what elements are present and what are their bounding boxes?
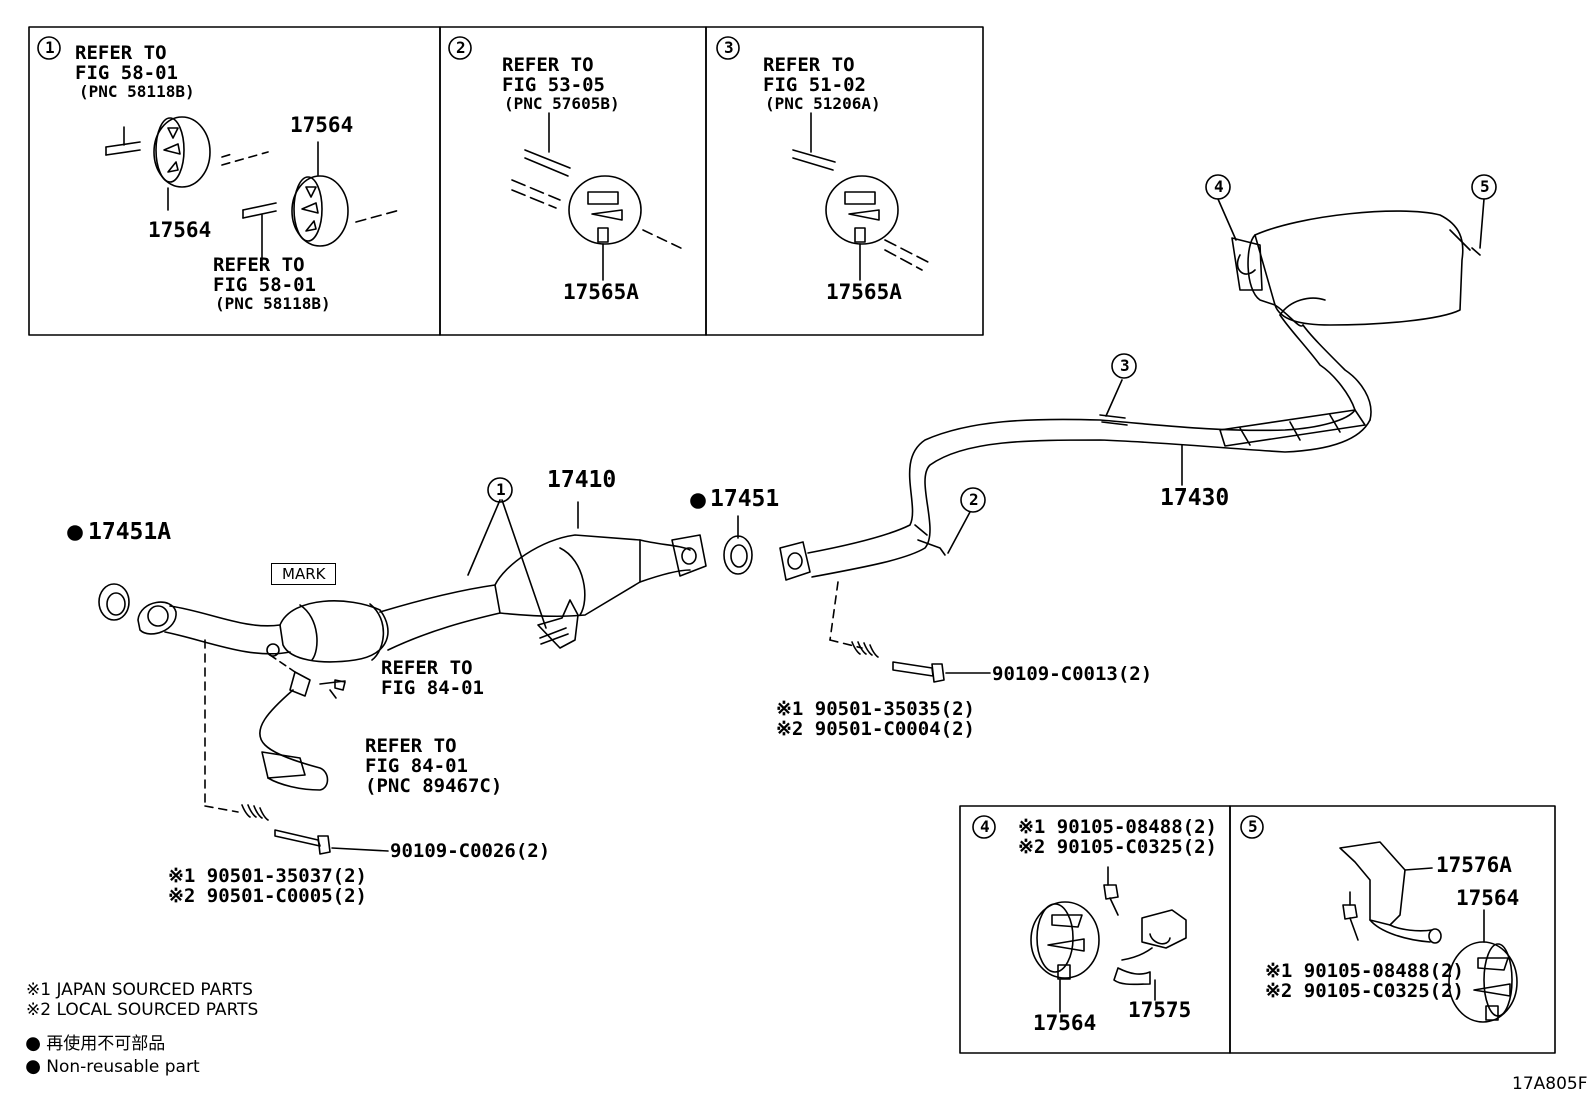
spring-center-japan: ※1 90501-35035(2) xyxy=(776,698,975,720)
insulator-17564-box5 xyxy=(1448,909,1518,1023)
callout-2: 2 xyxy=(969,490,979,509)
box3-part: 17565A xyxy=(826,280,902,304)
bracket-17575 xyxy=(1103,866,1187,1001)
box3-ref-line3: (PNC 51206A) xyxy=(765,94,881,113)
legend-note-japan: ※1 JAPAN SOURCED PARTS xyxy=(26,980,253,1000)
insulator-17564-a xyxy=(105,116,269,211)
spring-front-japan: ※1 90501-35037(2) xyxy=(168,865,367,887)
callout-5: 5 xyxy=(1480,177,1490,196)
box2-ref-line2: FIG 53-05 xyxy=(502,74,605,96)
legend-nonreusable-jp: ● 再使用不可部品 xyxy=(26,1034,166,1054)
mark-label: MARK xyxy=(271,563,337,585)
box4-num: 4 xyxy=(980,817,990,836)
insulator-17565a-box2 xyxy=(511,112,686,281)
box5-num: 5 xyxy=(1248,817,1258,836)
gasket-17451a xyxy=(98,583,130,621)
legend-nonreusable-en: ● Non-reusable part xyxy=(26,1057,200,1077)
box5-bolt-local: ※2 90105-C0325(2) xyxy=(1265,980,1464,1002)
detail-box-3 xyxy=(705,26,984,336)
callout-3: 3 xyxy=(1120,356,1130,375)
box4-bolt-local: ※2 90105-C0325(2) xyxy=(1018,836,1217,858)
insulator-17565a-box3 xyxy=(792,112,929,281)
box4-part-bracket: 17575 xyxy=(1128,998,1192,1022)
sensor-ref1-line1: REFER TO xyxy=(381,657,473,679)
part-17451: 17451 xyxy=(710,486,780,512)
center-bolt-spring xyxy=(829,581,991,683)
box5-bolt-japan: ※1 90105-08488(2) xyxy=(1265,960,1464,982)
gasket-17451 xyxy=(723,515,753,575)
hanger-rod-3 xyxy=(1099,379,1128,426)
box5-part-bracket: 17576A xyxy=(1436,853,1512,877)
box1-num: 1 xyxy=(45,38,55,57)
muffler xyxy=(1231,210,1481,327)
box1-ref-bottom-line3: (PNC 58118B) xyxy=(215,294,331,313)
box1-ref-top-line3: (PNC 58118B) xyxy=(79,82,195,101)
box4-bolt-japan: ※1 90105-08488(2) xyxy=(1018,816,1217,838)
front-bolt-spring xyxy=(204,639,389,855)
box1-ref-top-line2: FIG 58-01 xyxy=(75,62,178,84)
box1-ref-bottom-line1: REFER TO xyxy=(213,254,305,276)
callout-4: 4 xyxy=(1214,177,1224,196)
sensor-ref2-line3: (PNC 89467C) xyxy=(365,775,503,797)
box2-ref-line1: REFER TO xyxy=(502,54,594,76)
bolt-front: 90109-C0026(2) xyxy=(390,840,551,862)
drawing-id: 17A805F xyxy=(1512,1074,1588,1094)
part-17430: 17430 xyxy=(1160,485,1230,511)
detail-box-5 xyxy=(1229,805,1556,1054)
tail-pipe-17430 xyxy=(779,314,1372,581)
part-17410: 17410 xyxy=(547,467,617,493)
sensor-ref1-line2: FIG 84-01 xyxy=(381,677,484,699)
callout-1: 1 xyxy=(496,480,506,499)
box1-ref-bottom-line2: FIG 58-01 xyxy=(213,274,316,296)
spring-front-local: ※2 90501-C0005(2) xyxy=(168,885,367,907)
box1-part-left: 17564 xyxy=(148,218,212,242)
box2-ref-line3: (PNC 57605B) xyxy=(504,94,620,113)
box3-ref-line2: FIG 51-02 xyxy=(763,74,866,96)
insulator-17564-b xyxy=(242,141,401,261)
spring-center-local: ※2 90501-C0004(2) xyxy=(776,718,975,740)
box3-num: 3 xyxy=(724,38,734,57)
bolt-center: 90109-C0013(2) xyxy=(992,663,1153,685)
box5-part-insulator: 17564 xyxy=(1456,886,1520,910)
sensor-ref2-line1: REFER TO xyxy=(365,735,457,757)
oxygen-sensor xyxy=(259,654,346,791)
insulator-17564-box4 xyxy=(1030,901,1100,1013)
sensor-ref2-line2: FIG 84-01 xyxy=(365,755,468,777)
part-17451a: 17451A xyxy=(88,519,172,545)
hanger-rod-2 xyxy=(914,511,971,556)
box1-part-top: 17564 xyxy=(290,113,354,137)
box2-num: 2 xyxy=(456,38,466,57)
front-pipe-17410 xyxy=(137,499,707,663)
box4-part-insulator: 17564 xyxy=(1033,1011,1097,1035)
box2-part: 17565A xyxy=(563,280,639,304)
bracket-17576a xyxy=(1339,841,1442,944)
box3-ref-line1: REFER TO xyxy=(763,54,855,76)
box1-ref-top-line1: REFER TO xyxy=(75,42,167,64)
legend-note-local: ※2 LOCAL SOURCED PARTS xyxy=(26,1000,259,1020)
